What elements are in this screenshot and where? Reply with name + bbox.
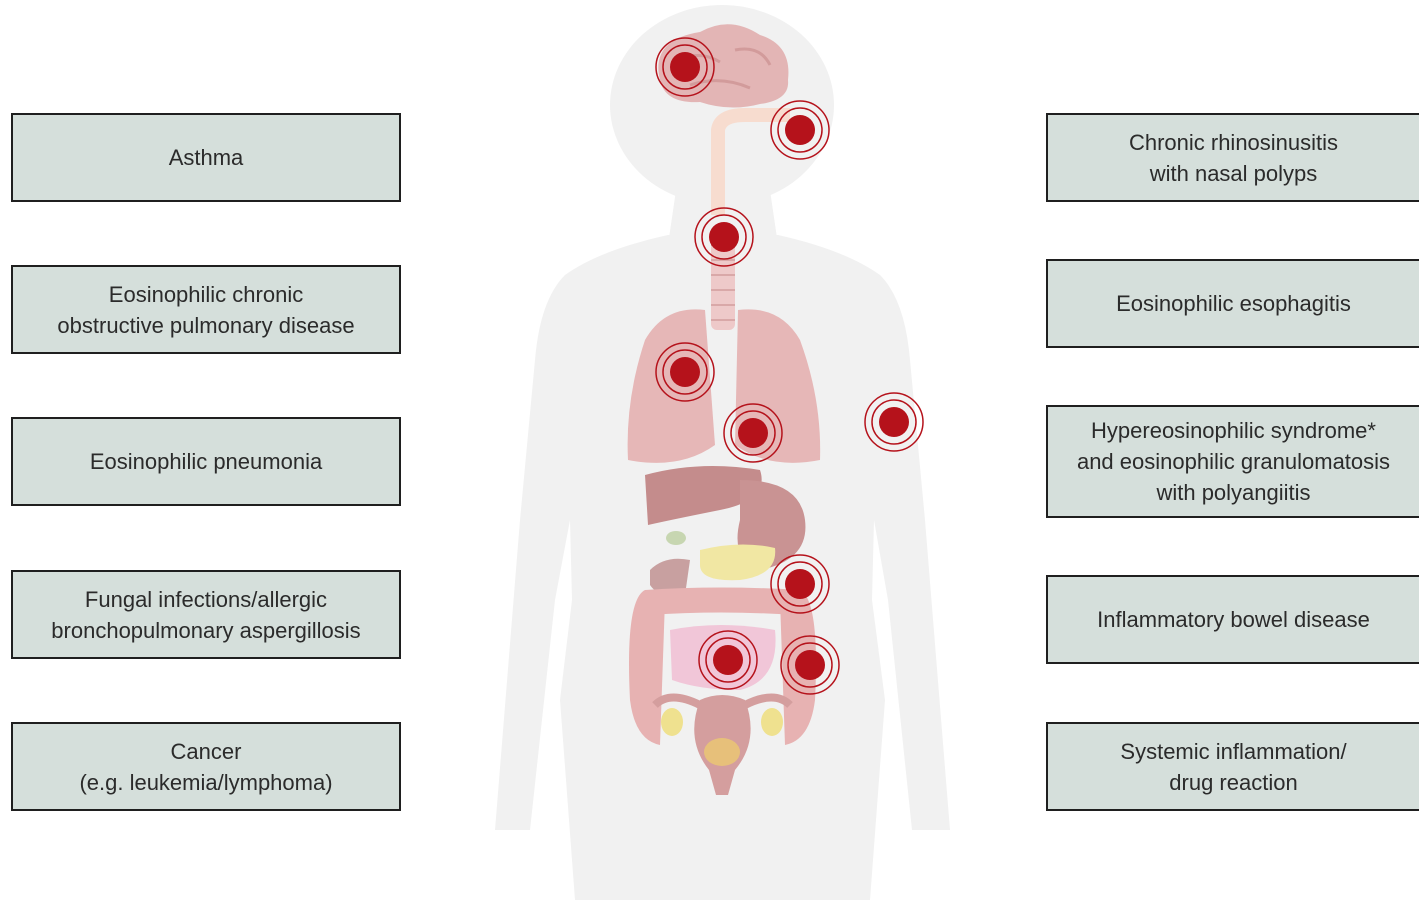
condition-box-eosinophilic-pneumonia: Eosinophilic pneumonia [11, 417, 401, 506]
condition-box-chronic-rhinosinusitis: Chronic rhinosinusitis with nasal polyps [1046, 113, 1419, 202]
condition-label: Eosinophilic esophagitis [1116, 288, 1351, 319]
condition-box-fungal-infections: Fungal infections/allergic bronchopulmon… [11, 570, 401, 659]
condition-label: with polyangiitis [1077, 477, 1390, 508]
condition-label: drug reaction [1120, 767, 1346, 798]
condition-label: (e.g. leukemia/lymphoma) [79, 767, 332, 798]
condition-label: Eosinophilic chronic [57, 279, 354, 310]
condition-label: obstructive pulmonary disease [57, 310, 354, 341]
condition-label: Inflammatory bowel disease [1097, 604, 1370, 635]
condition-box-asthma: Asthma [11, 113, 401, 202]
condition-box-systemic-inflammation: Systemic inflammation/ drug reaction [1046, 722, 1419, 811]
condition-label: Hypereosinophilic syndrome* [1077, 415, 1390, 446]
condition-label: Fungal infections/allergic [51, 584, 360, 615]
condition-box-eosinophilic-esophagitis: Eosinophilic esophagitis [1046, 259, 1419, 348]
condition-label: Chronic rhinosinusitis [1129, 127, 1338, 158]
condition-box-cancer: Cancer (e.g. leukemia/lymphoma) [11, 722, 401, 811]
condition-label: Asthma [169, 142, 244, 173]
condition-label: with nasal polyps [1129, 158, 1338, 189]
condition-box-eosinophilic-copd: Eosinophilic chronic obstructive pulmona… [11, 265, 401, 354]
condition-label: Eosinophilic pneumonia [90, 446, 322, 477]
condition-box-inflammatory-bowel-disease: Inflammatory bowel disease [1046, 575, 1419, 664]
condition-label: Cancer [79, 736, 332, 767]
condition-box-hypereosinophilic-syndrome: Hypereosinophilic syndrome* and eosinoph… [1046, 405, 1419, 518]
condition-label: and eosinophilic granulomatosis [1077, 446, 1390, 477]
condition-label: Systemic inflammation/ [1120, 736, 1346, 767]
condition-label: bronchopulmonary aspergillosis [51, 615, 360, 646]
